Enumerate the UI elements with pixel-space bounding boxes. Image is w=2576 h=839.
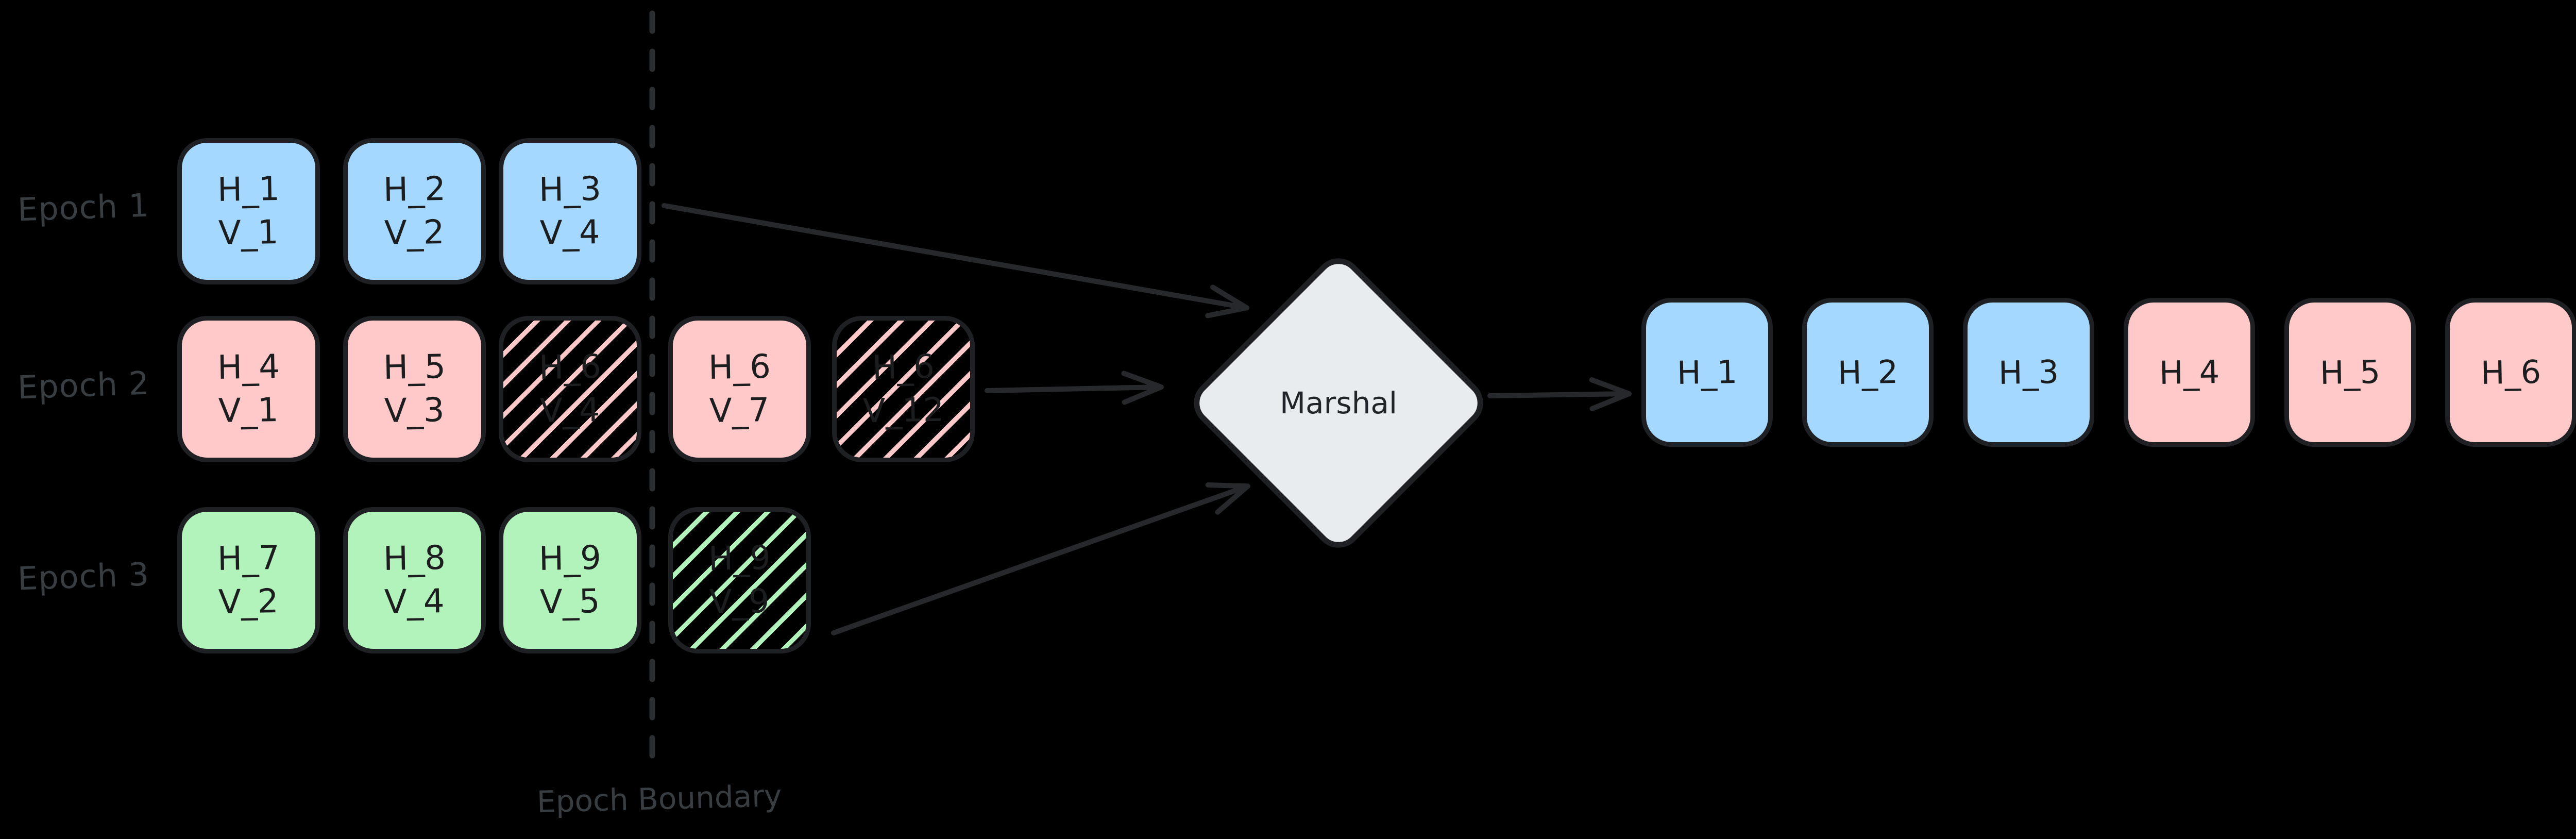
output-box-h_4: H_4 bbox=[2124, 298, 2255, 447]
sample-box-line: V_1 bbox=[218, 391, 279, 431]
epoch-boundary-label: Epoch Boundary bbox=[536, 778, 783, 820]
arrow-epoch1-to-marshal bbox=[662, 203, 1249, 318]
output-box-label: H_1 bbox=[1676, 353, 1738, 392]
output-box-h_6: H_6 bbox=[2445, 298, 2576, 447]
sample-box-line: V_3 bbox=[384, 391, 445, 431]
output-box-h_5: H_5 bbox=[2284, 298, 2416, 447]
sample-box-line: V_2 bbox=[384, 213, 445, 253]
arrow-epoch2-to-marshal bbox=[985, 371, 1164, 405]
sample-box-line: V_4 bbox=[539, 213, 601, 253]
arrow-marshal-to-output bbox=[1487, 377, 1632, 412]
sample-box-line: V_4 bbox=[384, 582, 445, 622]
sample-box-line: H_1 bbox=[217, 170, 280, 209]
sample-box-line: V_5 bbox=[539, 582, 601, 622]
sample-box-line: H_2 bbox=[383, 170, 446, 209]
output-box-h_1: H_1 bbox=[1641, 298, 1773, 447]
sample-box-line: H_9 bbox=[708, 539, 771, 578]
sample-box-line: V_4 bbox=[539, 391, 601, 431]
epoch-label-3: Epoch 3 bbox=[16, 555, 150, 598]
sample-box-line: H_6 bbox=[538, 347, 602, 387]
marshal-label: Marshal bbox=[1279, 385, 1398, 421]
sample-box-line: V_1 bbox=[218, 213, 279, 253]
arrow-epoch3-to-marshal bbox=[831, 482, 1250, 635]
epoch-label-1: Epoch 1 bbox=[16, 186, 150, 229]
sample-box-line: H_6 bbox=[872, 347, 935, 387]
output-box-h_3: H_3 bbox=[1963, 298, 2094, 447]
sample-box-line: H_5 bbox=[383, 347, 446, 387]
output-box-label: H_6 bbox=[2480, 353, 2541, 392]
sample-box-line: H_6 bbox=[708, 347, 771, 387]
sample-box-line: V_12 bbox=[862, 391, 944, 431]
output-box-label: H_2 bbox=[1837, 353, 1899, 392]
sample-box-line: H_7 bbox=[217, 539, 280, 578]
output-box-label: H_4 bbox=[2159, 353, 2220, 392]
sample-box-line: H_8 bbox=[383, 539, 446, 578]
sample-box-line: H_9 bbox=[538, 539, 602, 578]
sample-box-line: V_7 bbox=[709, 391, 770, 431]
output-box-label: H_3 bbox=[1998, 353, 2059, 392]
output-box-h_2: H_2 bbox=[1802, 298, 1934, 447]
epoch-label-2: Epoch 2 bbox=[16, 364, 150, 407]
sample-box-line: H_3 bbox=[538, 170, 602, 209]
sample-box-line: V_9 bbox=[709, 582, 770, 622]
output-box-label: H_5 bbox=[2319, 353, 2381, 392]
sample-box-line: V_2 bbox=[218, 582, 279, 622]
sample-box-line: H_4 bbox=[217, 347, 280, 387]
